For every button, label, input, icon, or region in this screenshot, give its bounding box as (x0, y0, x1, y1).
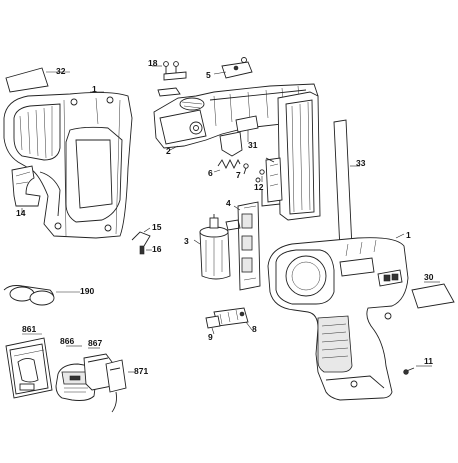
part-190-safety-glasses (3, 285, 80, 306)
part-33-strip (333, 119, 360, 251)
part-12-pin (255, 157, 275, 183)
callout-14: 14 (16, 208, 26, 218)
part-3-motor (193, 214, 231, 280)
callout-867: 867 (88, 338, 102, 348)
callout-9: 9 (208, 332, 213, 342)
part-861-carrying-case (5, 333, 53, 399)
callout-190: 190 (80, 286, 94, 296)
callout-5: 5 (206, 70, 211, 80)
callout-6: 6 (208, 168, 213, 178)
callout-30: 30 (424, 272, 434, 282)
part-11-screw (403, 365, 432, 375)
callout-15: 15 (152, 222, 162, 232)
part-1-right-housing (267, 233, 409, 401)
part-18-screws (152, 61, 187, 97)
callout-8: 8 (252, 324, 257, 334)
callout-labels: 32 1 2 14 18 5 31 33 6 7 12 4 15 3 16 1 … (16, 58, 434, 376)
callout-1-left: 1 (92, 84, 97, 94)
callout-3: 3 (184, 236, 189, 246)
callout-33: 33 (356, 158, 366, 168)
part-867-charger (83, 347, 113, 391)
part-30-label-plate (411, 281, 455, 309)
callout-7: 7 (236, 170, 241, 180)
callout-31: 31 (248, 140, 258, 150)
callout-12: 12 (254, 182, 264, 192)
part-2-main-mechanism (153, 83, 319, 157)
magazine-rails (261, 91, 321, 221)
callout-11: 11 (424, 356, 433, 366)
callout-866: 866 (60, 336, 74, 346)
callout-861: 861 (22, 324, 36, 334)
callout-2: 2 (166, 146, 171, 156)
callout-16: 16 (152, 244, 162, 254)
part-7-pin (243, 163, 249, 175)
part-16-pin (139, 245, 152, 255)
part-9-switch-plate (205, 315, 221, 335)
part-1-left-housing (3, 91, 133, 239)
callout-18: 18 (148, 58, 158, 68)
part-14-trigger (11, 165, 41, 214)
callout-871: 871 (134, 366, 148, 376)
part-15-spring-clip (131, 227, 151, 247)
part-5-latch-clip (213, 57, 253, 79)
part-871-adapter (105, 359, 134, 413)
callout-4: 4 (226, 198, 231, 208)
part-32-label-plate (5, 67, 70, 93)
part-31-cover-plate (235, 115, 259, 142)
part-4-circuit-board (225, 201, 261, 291)
callout-1-right: 1 (406, 230, 411, 240)
part-6-spring (213, 158, 241, 173)
callout-32: 32 (56, 66, 66, 76)
part-8-switch (213, 307, 253, 331)
